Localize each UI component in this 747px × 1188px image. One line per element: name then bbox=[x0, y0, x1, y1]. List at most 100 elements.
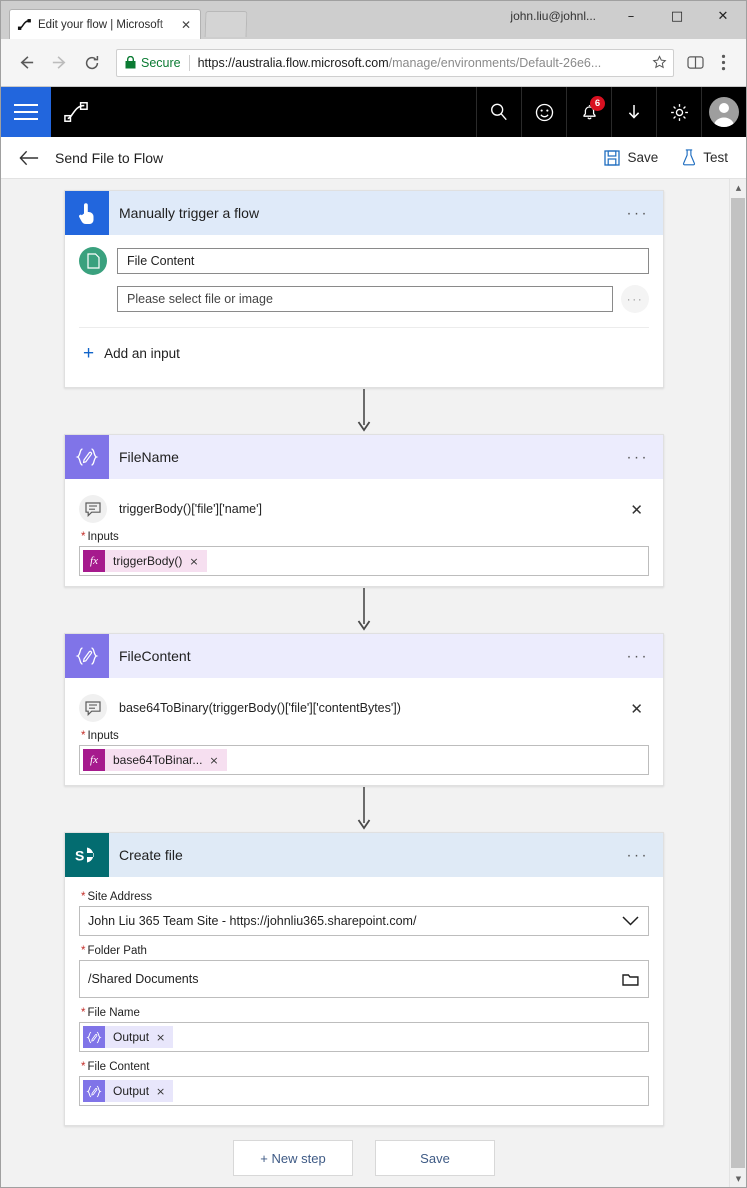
window-account-label: john.liu@johnl... bbox=[510, 9, 596, 23]
scroll-up-arrow-icon[interactable]: ▲ bbox=[735, 183, 742, 192]
minimize-button[interactable]: – bbox=[627, 8, 635, 24]
compose-braces-icon bbox=[65, 435, 109, 479]
browser-menu-icon[interactable] bbox=[710, 50, 736, 76]
tab-title: Edit your flow | Microsoft bbox=[38, 18, 164, 31]
search-icon[interactable] bbox=[476, 87, 521, 137]
bottom-save-button[interactable]: Save bbox=[375, 1140, 495, 1176]
bookmark-star-icon[interactable] bbox=[652, 55, 667, 70]
file-picker-field[interactable]: Please select file or image bbox=[117, 286, 613, 312]
user-avatar[interactable] bbox=[701, 87, 746, 137]
card-manually-trigger-a-flow[interactable]: Manually trigger a flow ··· File Content… bbox=[64, 190, 664, 388]
compose-braces-icon bbox=[65, 634, 109, 678]
token-chip[interactable]: Output × bbox=[83, 1026, 174, 1048]
card-overflow-menu-icon[interactable]: ··· bbox=[626, 846, 649, 864]
card-filename[interactable]: FileName ··· triggerBody()['file']['name… bbox=[64, 434, 664, 587]
expression-preview-row: base64ToBinary(triggerBody()['file']['co… bbox=[79, 690, 649, 728]
hamburger-menu-icon[interactable] bbox=[1, 87, 51, 137]
hand-tap-icon bbox=[65, 191, 109, 235]
new-tab-button[interactable] bbox=[204, 11, 248, 37]
forward-arrow-icon bbox=[44, 48, 74, 78]
back-arrow-icon[interactable] bbox=[11, 48, 41, 78]
token-text: triggerBody() bbox=[113, 554, 183, 568]
test-button[interactable]: Test bbox=[682, 149, 728, 166]
microsoft-flow-logo-icon[interactable] bbox=[51, 87, 101, 137]
card-body: File Content Please select file or image… bbox=[65, 235, 663, 387]
maximize-button[interactable]: □ bbox=[670, 8, 684, 24]
file-content-token-field[interactable]: Output × bbox=[79, 1076, 649, 1106]
close-window-button[interactable]: ✕ bbox=[717, 8, 729, 24]
token-chip[interactable]: Output × bbox=[83, 1080, 174, 1102]
inputs-token-field[interactable]: fx triggerBody() × bbox=[79, 546, 649, 576]
folder-picker-icon[interactable] bbox=[622, 972, 639, 987]
token-text: Output bbox=[113, 1030, 150, 1044]
inputs-label-text: Inputs bbox=[87, 531, 119, 543]
token-remove-icon[interactable]: × bbox=[189, 554, 199, 568]
file-name-token-field[interactable]: Output × bbox=[79, 1022, 649, 1052]
file-picker-more-icon[interactable]: ··· bbox=[621, 285, 649, 313]
card-title: FileName bbox=[119, 449, 179, 465]
close-icon[interactable]: ✕ bbox=[630, 501, 643, 519]
card-create-file[interactable]: S Create file ··· *Site Address John Liu… bbox=[64, 832, 664, 1126]
card-overflow-menu-icon[interactable]: ··· bbox=[626, 204, 649, 222]
card-header[interactable]: Manually trigger a flow ··· bbox=[65, 191, 663, 235]
compose-braces-icon bbox=[83, 1080, 105, 1102]
flow-favicon-icon bbox=[16, 17, 32, 33]
card-overflow-menu-icon[interactable]: ··· bbox=[626, 647, 649, 665]
notifications-bell-icon[interactable]: 6 bbox=[566, 87, 611, 137]
settings-gear-icon[interactable] bbox=[656, 87, 701, 137]
url-host: https://australia.flow.microsoft.com bbox=[197, 55, 389, 70]
field-label-text: Folder Path bbox=[87, 945, 147, 957]
card-overflow-menu-icon[interactable]: ··· bbox=[626, 448, 649, 466]
trigger-input-name-row: File Content bbox=[79, 247, 649, 275]
card-header[interactable]: FileName ··· bbox=[65, 435, 663, 479]
required-asterisk: * bbox=[81, 1061, 86, 1073]
notification-badge: 6 bbox=[590, 96, 605, 111]
token-chip-body: Output × bbox=[105, 1080, 174, 1102]
expression-preview-row: triggerBody()['file']['name'] ✕ bbox=[79, 491, 649, 529]
token-chip-body: triggerBody() × bbox=[105, 550, 207, 572]
address-bar[interactable]: Secure https://australia.flow.microsoft.… bbox=[116, 48, 674, 77]
connector-arrow-1 bbox=[1, 388, 727, 434]
reload-icon[interactable] bbox=[77, 48, 107, 78]
token-text: base64ToBinar... bbox=[113, 753, 203, 767]
site-address-select[interactable]: John Liu 365 Team Site - https://johnliu… bbox=[79, 906, 649, 936]
flow-designer-canvas: Manually trigger a flow ··· File Content… bbox=[1, 179, 746, 1187]
token-chip[interactable]: fx base64ToBinar... × bbox=[83, 749, 227, 771]
token-remove-icon[interactable]: × bbox=[156, 1030, 166, 1044]
file-document-icon bbox=[79, 247, 107, 275]
required-asterisk: * bbox=[81, 730, 86, 742]
browser-tab[interactable]: Edit your flow | Microsoft ✕ bbox=[9, 9, 201, 39]
token-remove-icon[interactable]: × bbox=[156, 1084, 166, 1098]
token-chip[interactable]: fx triggerBody() × bbox=[83, 550, 207, 572]
card-header[interactable]: FileContent ··· bbox=[65, 634, 663, 678]
download-icon[interactable] bbox=[611, 87, 656, 137]
scrollbar-thumb[interactable] bbox=[731, 198, 745, 1168]
inputs-label-text: Inputs bbox=[87, 730, 119, 742]
card-filecontent[interactable]: FileContent ··· base64ToBinary(triggerBo… bbox=[64, 633, 664, 786]
field-file-name: *File Name Output × bbox=[79, 1007, 649, 1052]
designer-back-arrow-icon[interactable] bbox=[19, 149, 49, 167]
add-an-input-button[interactable]: + Add an input bbox=[79, 328, 649, 377]
expression-text: triggerBody()['file']['name'] bbox=[119, 502, 262, 516]
sharepoint-logo-icon: S bbox=[65, 833, 109, 877]
vertical-scrollbar[interactable]: ▲ ▼ bbox=[729, 179, 746, 1187]
save-button[interactable]: Save bbox=[604, 149, 658, 166]
browser-toolbar: Secure https://australia.flow.microsoft.… bbox=[1, 39, 746, 87]
card-header[interactable]: S Create file ··· bbox=[65, 833, 663, 877]
inputs-token-field[interactable]: fx base64ToBinar... × bbox=[79, 745, 649, 775]
designer-bottom-bar: + New step Save bbox=[1, 1126, 727, 1187]
chevron-down-icon[interactable] bbox=[622, 916, 639, 927]
flow-top-nav: 6 bbox=[1, 87, 746, 137]
new-step-button[interactable]: + New step bbox=[233, 1140, 353, 1176]
expression-text: base64ToBinary(triggerBody()['file']['co… bbox=[119, 701, 401, 715]
scroll-down-arrow-icon[interactable]: ▼ bbox=[735, 1174, 742, 1183]
token-remove-icon[interactable]: × bbox=[209, 753, 219, 767]
folder-path-field[interactable]: /Shared Documents bbox=[79, 960, 649, 998]
feedback-smiley-icon[interactable] bbox=[521, 87, 566, 137]
field-label-text: File Name bbox=[87, 1007, 140, 1019]
input-title-field[interactable]: File Content bbox=[117, 248, 649, 274]
token-text: Output bbox=[113, 1084, 150, 1098]
extension-icon[interactable] bbox=[682, 50, 708, 76]
close-icon[interactable]: ✕ bbox=[630, 700, 643, 718]
tab-close-icon[interactable]: ✕ bbox=[180, 17, 192, 32]
